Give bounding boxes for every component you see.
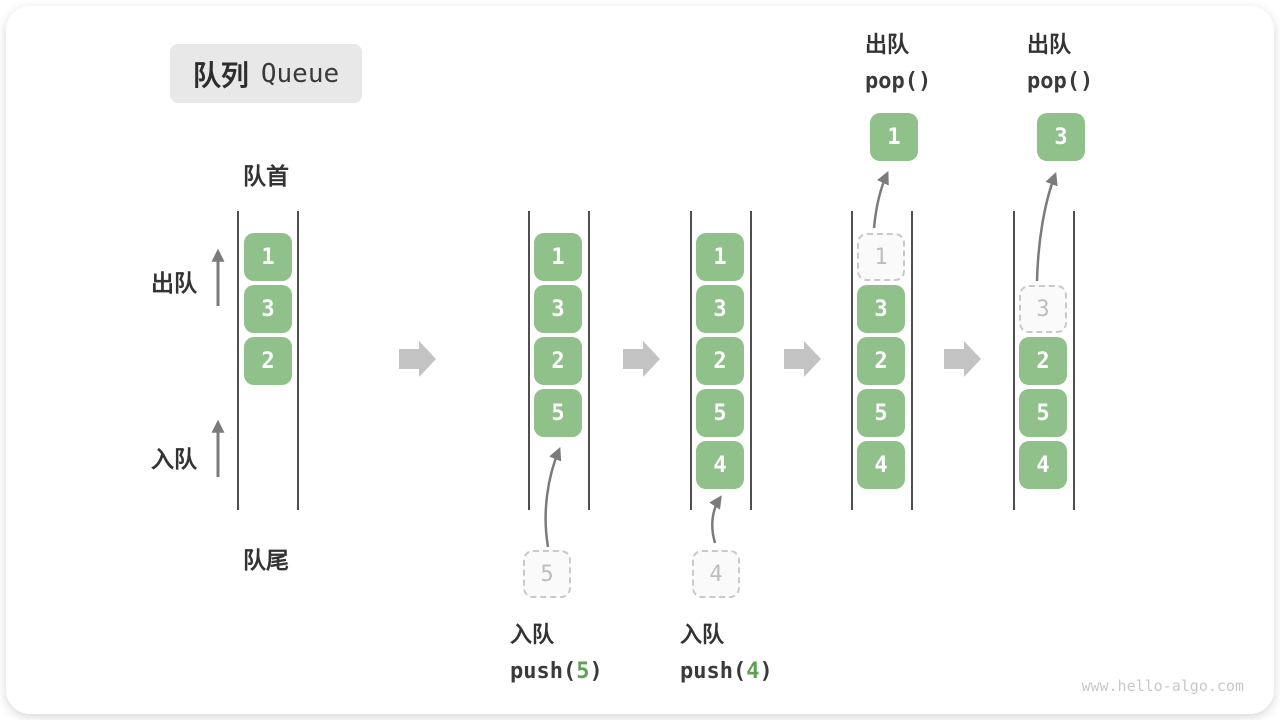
pop-2-operation-label: 出队 pop() [1027,26,1093,100]
watermark: www.hello-algo.com [1081,677,1244,695]
q3-item-0: 1 [696,233,744,281]
queue-rails-2 [528,211,590,510]
dequeue-label: 出队 [151,270,197,296]
queue-rails-5 [1013,211,1075,510]
q4-popped-item: 1 [870,113,918,161]
pop-2-action: 出队 [1027,32,1072,57]
pop-1-action: 出队 [865,32,910,57]
q1-item-2: 2 [244,337,292,385]
push-5-arg: 5 [576,659,590,684]
push-4-operation-label: 入队 push(4) [680,616,773,690]
staged-item-4: 4 [692,550,740,598]
q4-item-1: 3 [857,285,905,333]
title-zh: 队列 [192,59,249,91]
q5-item-3: 4 [1019,441,1067,489]
pop-2-code: pop() [1027,69,1094,94]
pop-1-operation-label: 出队 pop() [865,26,931,100]
q5-item-2: 5 [1019,389,1067,437]
push-4-arg: 4 [746,659,760,684]
q2-item-0: 1 [534,233,582,281]
push-4-action: 入队 [680,622,725,647]
staged-item-5: 5 [523,550,571,598]
q1-item-1: 3 [244,285,292,333]
q5-popped-placeholder: 3 [1019,285,1067,333]
queue-rails-4 [851,211,913,510]
push-5-action: 入队 [510,622,555,647]
q1-item-0: 1 [244,233,292,281]
q5-popped-item: 3 [1037,113,1085,161]
q2-item-3: 5 [534,389,582,437]
q4-popped-placeholder: 1 [857,233,905,281]
q3-item-2: 2 [696,337,744,385]
q4-item-4: 4 [857,441,905,489]
q2-item-1: 3 [534,285,582,333]
push-5-operation-label: 入队 push(5) [510,616,603,690]
q4-item-2: 2 [857,337,905,385]
enqueue-label: 入队 [151,446,197,472]
q4-item-3: 5 [857,389,905,437]
push-4-code: push(4) [680,659,773,684]
q3-item-4: 4 [696,441,744,489]
q3-item-1: 3 [696,285,744,333]
diagram-card [6,6,1274,714]
queue-rails-3 [690,211,752,510]
title-badge: 队列 Queue [170,44,362,103]
q5-item-1: 2 [1019,337,1067,385]
queue-rear-label: 队尾 [243,547,289,573]
queue-rails-1 [237,211,299,510]
pop-1-code: pop() [865,69,932,94]
q3-item-3: 5 [696,389,744,437]
push-5-code: push(5) [510,659,603,684]
queue-front-label: 队首 [243,163,289,189]
title-en: Queue [260,58,340,89]
q2-item-2: 2 [534,337,582,385]
